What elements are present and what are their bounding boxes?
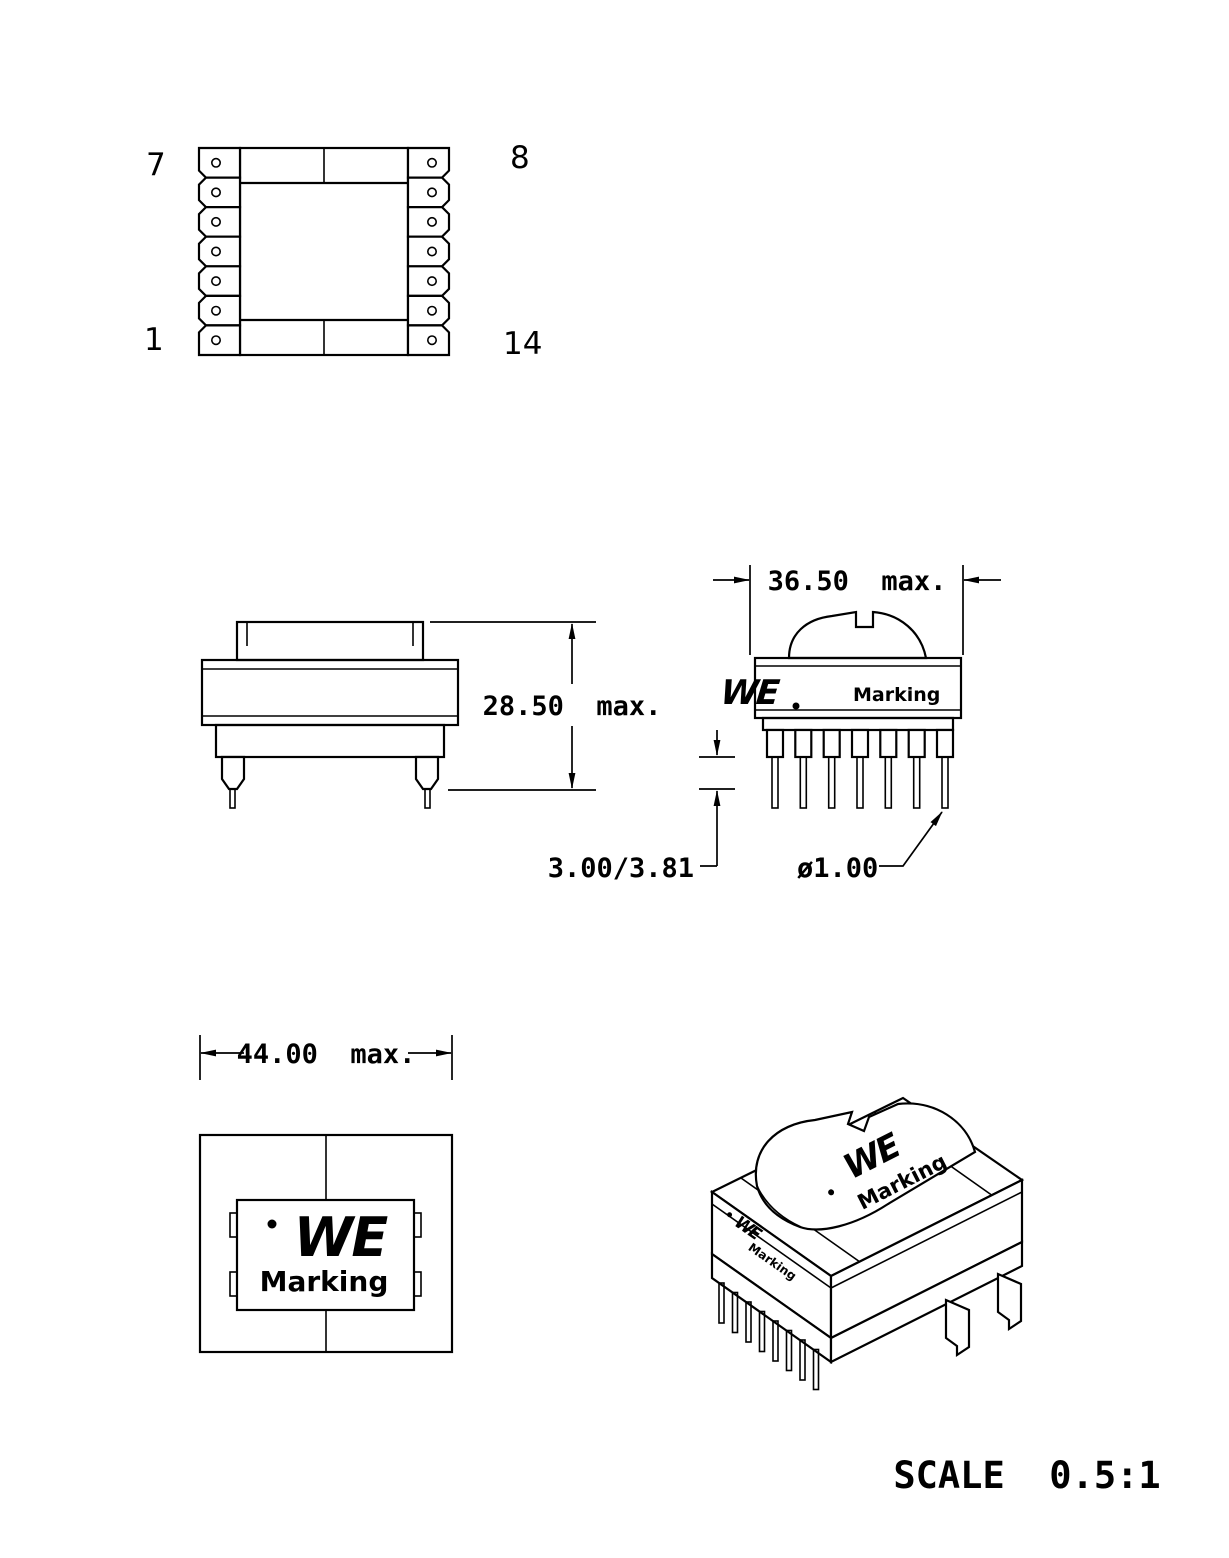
we-logo: WE	[294, 1206, 389, 1269]
pin-diameter-dimension: ø1.00	[797, 811, 943, 884]
pin-diameter-text: ø1.00	[797, 853, 878, 884]
lead-pin	[424, 788, 431, 809]
pin-label-1: 1	[144, 322, 164, 358]
front-view: 28.50 max.	[200, 620, 662, 809]
iso-mount-foot	[996, 1272, 1023, 1332]
iso-dome	[754, 1102, 977, 1231]
bottom-width-dimension: 44.00 max.	[199, 1035, 453, 1080]
lead-pins	[771, 756, 949, 809]
isometric-view: WE Marking WE Marking	[709, 1096, 1025, 1391]
pin-hole	[211, 305, 222, 316]
marking-text: Marking	[853, 684, 940, 706]
mount-foot-left	[220, 755, 246, 791]
width-dimension: 36.50 max.	[713, 565, 1001, 655]
winding-dome	[787, 610, 928, 660]
top-view-body	[238, 146, 410, 357]
pin-label-14: 14	[503, 326, 542, 362]
iso-lead-pins	[718, 1282, 820, 1391]
pin-header	[761, 716, 955, 732]
bobbin-tab	[413, 1271, 422, 1297]
bobbin-outline	[235, 1198, 416, 1312]
pin-hole	[426, 216, 437, 227]
pin-label-7: 7	[146, 147, 166, 183]
pin-hole	[426, 276, 437, 287]
body-marking: WE Marking	[719, 673, 941, 713]
bobbin-tab	[229, 1212, 238, 1238]
pin-row-right	[406, 146, 451, 357]
side-view: 36.50 max. WE Marking	[548, 565, 1001, 884]
pin-hole	[426, 305, 437, 316]
bobbin-top	[235, 620, 425, 662]
iso-mount-foot	[944, 1298, 971, 1358]
bobbin-tab	[413, 1212, 422, 1238]
scale-label: SCALE 0.5:1	[893, 1454, 1160, 1497]
standoff-dimension-text: 3.00/3.81	[548, 853, 694, 884]
iso-base-right	[829, 1240, 1024, 1364]
bottom-marking: WE Marking	[260, 1206, 391, 1298]
pin-hole	[426, 187, 437, 198]
standoff-dimension: 3.00/3.81	[548, 730, 735, 884]
pin-comb	[765, 728, 955, 759]
polarity-dot	[792, 702, 800, 710]
pin-hole	[426, 335, 437, 346]
marking-text: Marking	[260, 1265, 389, 1298]
lead-pin	[229, 788, 236, 809]
bottom-view: 44.00 max. WE Marking	[198, 1035, 454, 1354]
pin-hole	[211, 187, 222, 198]
polarity-dot	[267, 1219, 277, 1229]
pin-hole	[211, 246, 222, 257]
width-dimension-text: 36.50 max.	[768, 566, 947, 597]
bottom-width-text: 44.00 max.	[237, 1039, 416, 1070]
height-dimension-text: 28.50 max.	[483, 691, 662, 722]
bobbin-base	[214, 723, 446, 759]
polarity-dot	[828, 1189, 835, 1196]
pin-label-8: 8	[510, 140, 530, 176]
pin-hole	[211, 335, 222, 346]
pin-row-left	[197, 146, 242, 357]
height-dimension: 28.50 max.	[430, 621, 662, 791]
mount-foot-right	[414, 755, 440, 791]
pin-hole	[211, 157, 222, 168]
pin-hole	[426, 157, 437, 168]
we-logo: WE	[719, 673, 782, 713]
pin-hole	[211, 276, 222, 287]
polarity-dot	[727, 1212, 733, 1218]
bobbin-tab	[229, 1271, 238, 1297]
pin-hole	[426, 246, 437, 257]
pin-hole	[211, 216, 222, 227]
top-view: 7 8 1 14	[144, 140, 542, 362]
iso-dome-cap-edge	[756, 1185, 802, 1228]
